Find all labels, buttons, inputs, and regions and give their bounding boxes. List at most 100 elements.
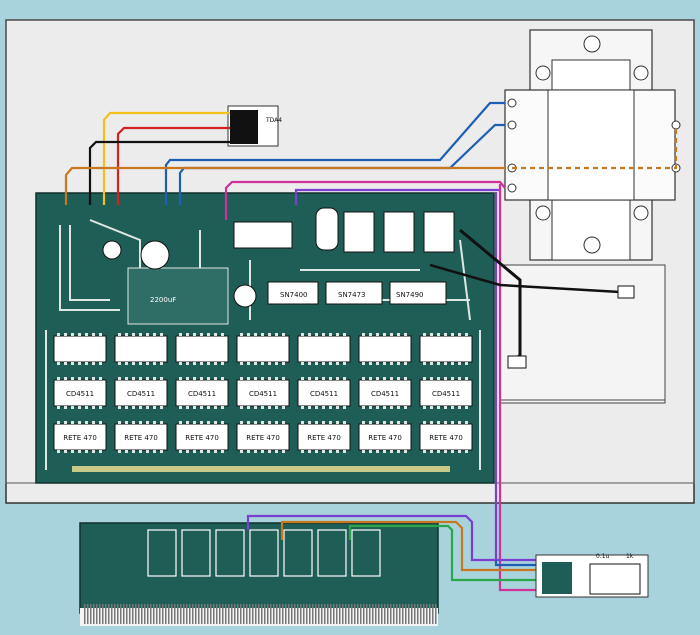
transformer bbox=[504, 29, 681, 261]
header-pin bbox=[342, 604, 344, 624]
header-pin bbox=[126, 604, 128, 624]
header-pin bbox=[381, 604, 383, 624]
header-pin bbox=[330, 604, 332, 624]
upper-ic-sn74: SN7490 bbox=[389, 281, 447, 305]
header-pin bbox=[384, 604, 386, 624]
header-pin bbox=[234, 604, 236, 624]
svg-text:0.1u: 0.1u bbox=[596, 553, 610, 560]
header-pin bbox=[399, 604, 401, 624]
seven-segment-digit bbox=[351, 529, 381, 577]
header-pin bbox=[216, 604, 218, 624]
header-pin bbox=[339, 604, 341, 624]
seven-segment-digit bbox=[147, 529, 177, 577]
header-pin bbox=[405, 604, 407, 624]
ic-label: RETE 470 bbox=[185, 434, 219, 442]
ic-chip: CD4511 bbox=[175, 377, 229, 409]
header-pin bbox=[144, 604, 146, 624]
header-pin bbox=[297, 604, 299, 624]
header-pin bbox=[267, 604, 269, 624]
seven-segment-digit bbox=[215, 529, 245, 577]
ic-chip: CD4511 bbox=[419, 377, 473, 409]
wire-purple bbox=[294, 188, 500, 205]
header-pin bbox=[159, 604, 161, 624]
header-pin bbox=[291, 604, 293, 624]
header-pin bbox=[168, 604, 170, 624]
ic-top-4 bbox=[423, 211, 455, 253]
header-pin bbox=[396, 604, 398, 624]
ic-label: CD4511 bbox=[188, 390, 216, 398]
header-pin bbox=[165, 604, 167, 624]
ic-chip bbox=[175, 333, 229, 365]
header-pin bbox=[378, 604, 380, 624]
header-pin bbox=[84, 604, 86, 624]
electrolytic-cap-3 bbox=[102, 240, 122, 260]
header-pin bbox=[189, 604, 191, 624]
header-pin bbox=[369, 604, 371, 624]
wire-orange bbox=[64, 166, 505, 205]
header-pin bbox=[228, 604, 230, 624]
header-pin bbox=[354, 604, 356, 624]
seven-segment-digit bbox=[249, 529, 279, 577]
header-pin bbox=[261, 604, 263, 624]
ic-label: RETE 470 bbox=[246, 434, 280, 442]
display-wiring bbox=[246, 514, 536, 582]
header-pin bbox=[390, 604, 392, 624]
header-pin bbox=[318, 604, 320, 624]
ic-chip bbox=[53, 333, 107, 365]
header-pin bbox=[99, 604, 101, 624]
ic-chip: RETE 470 bbox=[419, 421, 473, 453]
ic-top-2 bbox=[343, 211, 375, 253]
driver-board: 0.1u 1k bbox=[535, 553, 649, 598]
header-pin bbox=[426, 604, 428, 624]
ic-chip: CD4511 bbox=[236, 377, 290, 409]
header-pin bbox=[237, 604, 239, 624]
capacitor-block bbox=[127, 267, 229, 325]
header-pin bbox=[408, 604, 410, 624]
header-pin bbox=[252, 604, 254, 624]
ic-chip: RETE 470 bbox=[358, 421, 412, 453]
wire-yellow bbox=[102, 111, 230, 205]
header-pin bbox=[147, 604, 149, 624]
header-pin bbox=[93, 604, 95, 624]
header-pin bbox=[243, 604, 245, 624]
ic-label: RETE 470 bbox=[368, 434, 402, 442]
display-digits bbox=[147, 529, 381, 577]
svg-text:1k: 1k bbox=[626, 553, 634, 560]
wire-magenta-long bbox=[498, 184, 540, 592]
header-pin bbox=[156, 604, 158, 624]
svg-text:SN7473: SN7473 bbox=[338, 291, 366, 299]
ic-chip: CD4511 bbox=[297, 377, 351, 409]
header-pin bbox=[429, 604, 431, 624]
header-pin bbox=[348, 604, 350, 624]
wire-red bbox=[116, 126, 230, 205]
terminal-lug-2 bbox=[507, 355, 527, 369]
header-pin bbox=[432, 604, 434, 624]
wire-black bbox=[88, 140, 230, 205]
header-pin bbox=[288, 604, 290, 624]
header-pin bbox=[210, 604, 212, 624]
header-pin bbox=[300, 604, 302, 624]
header-pin bbox=[372, 604, 374, 624]
header-pin bbox=[102, 604, 104, 624]
header-pin bbox=[213, 604, 215, 624]
wire-black-terminal bbox=[429, 263, 621, 294]
header-pin bbox=[414, 604, 416, 624]
ic-chip: CD4511 bbox=[358, 377, 412, 409]
wire-blue-display bbox=[494, 560, 536, 567]
header-pin bbox=[222, 604, 224, 624]
header-pin bbox=[279, 604, 281, 624]
header-pin bbox=[108, 604, 110, 624]
svg-text:SN7490: SN7490 bbox=[396, 291, 424, 299]
ic-chip bbox=[419, 333, 473, 365]
header-pin bbox=[186, 604, 188, 624]
display-pins bbox=[84, 604, 437, 624]
header-pin bbox=[411, 604, 413, 624]
capacitor-label: 2200uF bbox=[150, 296, 176, 304]
header-pin bbox=[207, 604, 209, 624]
header-pin bbox=[357, 604, 359, 624]
header-pin bbox=[417, 604, 419, 624]
ic-chip: CD4511 bbox=[53, 377, 107, 409]
header-pin bbox=[180, 604, 182, 624]
header-pin bbox=[306, 604, 308, 624]
